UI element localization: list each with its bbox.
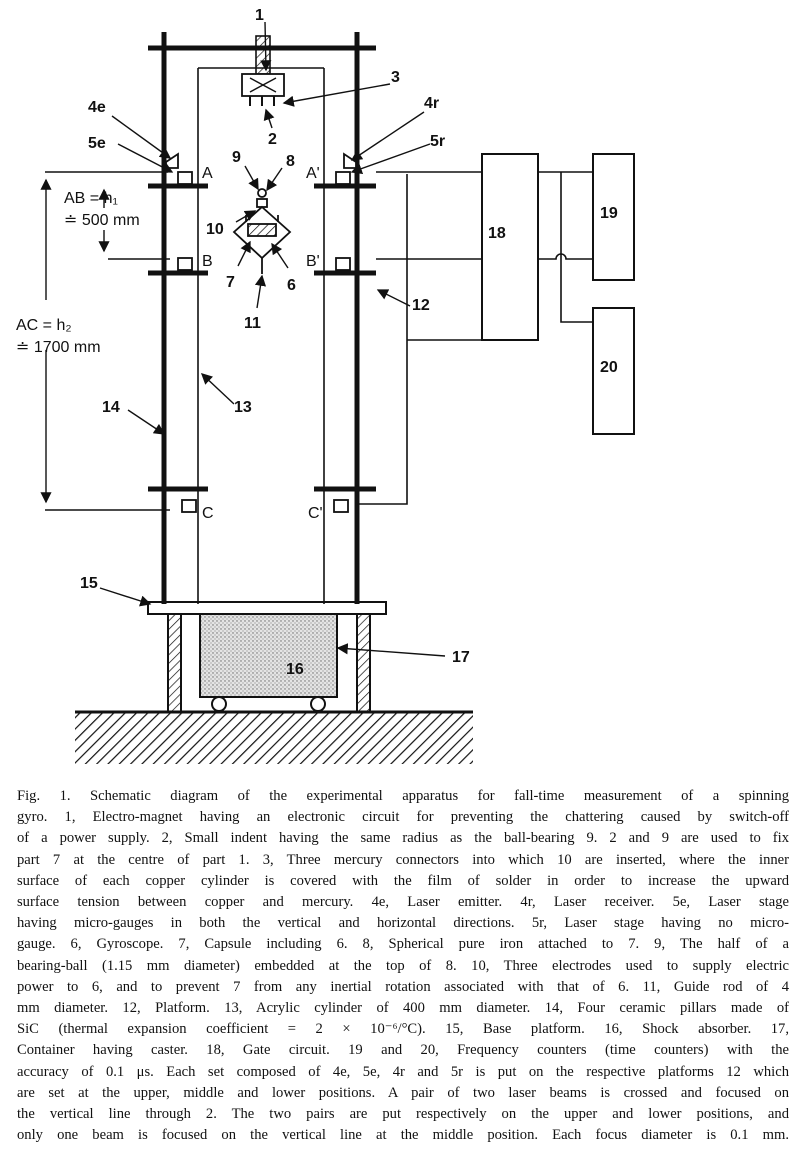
label-12: 12	[412, 297, 430, 314]
dimension-lines	[40, 171, 170, 511]
base-platform	[147, 601, 387, 615]
base-support-left	[167, 613, 182, 713]
label-2: 2	[268, 131, 277, 148]
caption-line: Fig. 1. Schematic diagram of the experim…	[17, 788, 789, 804]
counter-19	[592, 153, 635, 281]
caption-line: gyro. 1, Electro-magnet having an electr…	[17, 809, 789, 826]
label-A-prime: A'	[306, 165, 320, 182]
label-17: 17	[452, 649, 470, 666]
caption-line: are set at the upper, middle and lower p…	[17, 1084, 789, 1101]
caption-line: accuracy of 0.1 μs. Each set composed of…	[17, 1063, 789, 1080]
caption-line: surface of each copper cylinder is cover…	[17, 872, 789, 889]
acrylic-cylinder	[197, 67, 325, 604]
label-8: 8	[286, 153, 295, 170]
caption-line: mm diameter. 12, Platform. 13, Acrylic c…	[17, 1000, 789, 1017]
label-4r: 4r	[424, 95, 439, 112]
label-1: 1	[255, 7, 264, 24]
laser-stages	[177, 171, 351, 513]
apparatus-schematic: 1 3 2 4e 4r 5e 5r 9 8 10 7 6 11 12 13 14…	[16, 7, 635, 764]
label-14: 14	[102, 399, 120, 416]
label-5e: 5e	[88, 135, 106, 152]
dim-ac-value: ≐ 1700 mm	[16, 339, 101, 356]
platforms	[148, 183, 376, 492]
caption-line: the vertical line through 2. The two pai…	[17, 1106, 789, 1123]
caption-line: bearing-ball (1.15 mm diameter) embedded…	[17, 957, 789, 974]
caption-line: Container having caster. 18, Gate circui…	[17, 1042, 789, 1059]
label-3: 3	[391, 69, 400, 86]
dim-ab-label: AB = h₁	[64, 190, 118, 207]
label-A: A	[202, 165, 213, 182]
caption-line: gauge. 6, Gyroscope. 7, Capsule includin…	[17, 936, 789, 953]
label-B: B	[202, 253, 213, 270]
label-5r: 5r	[430, 133, 445, 150]
label-C: C	[202, 505, 214, 522]
caption-line: having micro-gauges in both the vertical…	[17, 915, 789, 932]
caption-line: surface tension between copper and mercu…	[17, 894, 789, 911]
label-18: 18	[488, 225, 506, 242]
caption-line: SiC (thermal expansion coefficient = 2 ×…	[17, 1021, 789, 1038]
wiring	[357, 171, 593, 505]
ceramic-pillars	[161, 32, 360, 604]
label-C-prime: C'	[308, 505, 323, 522]
counter-20	[592, 307, 635, 435]
leader-lines	[99, 21, 446, 657]
label-10: 10	[206, 221, 224, 238]
caption-line: of a power supply. 2, Small indent havin…	[17, 830, 789, 847]
laser-emitter-icon	[165, 152, 357, 169]
gate-circuit	[481, 153, 539, 341]
figure-caption: Fig. 1. Schematic diagram of the experim…	[17, 786, 789, 1146]
ground	[75, 710, 473, 764]
label-15: 15	[80, 575, 98, 592]
label-6: 6	[287, 277, 296, 294]
caption-line: power to 6, and to prevent 7 from any in…	[17, 978, 789, 995]
dim-ab-value: ≐ 500 mm	[64, 212, 140, 229]
label-9: 9	[232, 149, 241, 166]
label-B-prime: B'	[306, 253, 320, 270]
label-20: 20	[600, 359, 618, 376]
label-19: 19	[600, 205, 618, 222]
dim-ac-label: AC = h₂	[16, 317, 72, 334]
label-11: 11	[244, 315, 261, 332]
label-4e: 4e	[88, 99, 106, 116]
base-support-right	[356, 613, 371, 713]
caption-line: part 7 at the centre of part 1. 3, Three…	[17, 851, 789, 868]
label-7: 7	[226, 274, 235, 291]
gyro-capsule	[232, 188, 292, 274]
caption-line: only one beam is focused on the vertical…	[17, 1127, 789, 1144]
container-with-shock-absorber	[199, 613, 338, 712]
label-16: 16	[286, 661, 304, 678]
label-13: 13	[234, 399, 252, 416]
